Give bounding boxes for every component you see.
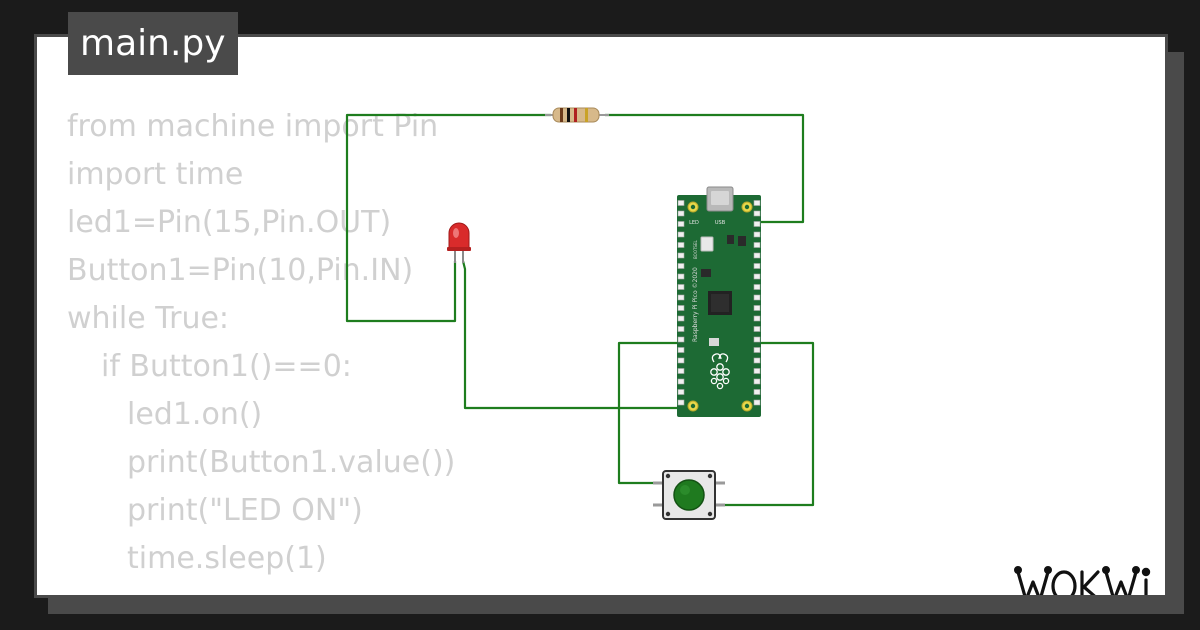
usb-port-icon xyxy=(706,186,734,212)
code-line: import time xyxy=(67,157,244,192)
wokwi-logo xyxy=(1012,562,1165,595)
pico-pin[interactable] xyxy=(753,378,761,385)
wire-led-to-pico[interactable] xyxy=(461,260,683,410)
pico-pin[interactable] xyxy=(677,210,685,217)
pico-pin[interactable] xyxy=(753,284,761,290)
code-line: print(Button1.value()) xyxy=(127,445,456,480)
wires xyxy=(345,113,815,507)
wire-pico-to-button-left[interactable] xyxy=(617,341,683,485)
pico-pin[interactable] xyxy=(677,347,685,353)
wire-pico-to-button-right[interactable] xyxy=(723,341,815,507)
pico-pin[interactable] xyxy=(753,305,761,311)
pico-pin[interactable] xyxy=(753,347,761,353)
pico-pin[interactable] xyxy=(677,399,685,406)
board-name-label: Raspberry Pi Pico ©2020 xyxy=(692,267,699,342)
pico-pin[interactable] xyxy=(753,294,761,301)
code-line: print("LED ON") xyxy=(127,493,363,528)
pico-pin[interactable] xyxy=(677,368,685,374)
pico-pin[interactable] xyxy=(753,326,761,332)
pico-pin[interactable] xyxy=(677,242,685,248)
pushbutton[interactable] xyxy=(653,470,725,520)
pico-pin[interactable] xyxy=(677,294,685,301)
code-line: led1.on() xyxy=(127,397,263,432)
code-line: if Button1()==0: xyxy=(101,349,352,384)
pico-pin[interactable] xyxy=(753,368,761,374)
pico-pin[interactable] xyxy=(677,357,685,364)
code-line: led1=Pin(15,Pin.OUT) xyxy=(67,205,392,240)
pico-pin[interactable] xyxy=(753,221,761,227)
pico-pin[interactable] xyxy=(677,326,685,332)
usb-label: USB xyxy=(715,220,726,226)
pico-pins xyxy=(677,200,761,406)
pico-pin[interactable] xyxy=(753,210,761,217)
pico-pin[interactable] xyxy=(753,242,761,248)
pico-pin[interactable] xyxy=(753,315,761,322)
code-line: while True: xyxy=(67,301,230,336)
pico-pin[interactable] xyxy=(753,200,761,206)
pico-pin[interactable] xyxy=(677,315,685,322)
pico-pin[interactable] xyxy=(753,357,761,364)
file-tab[interactable]: main.py xyxy=(68,12,238,75)
pico-pin[interactable] xyxy=(677,231,685,238)
pico-pin[interactable] xyxy=(753,252,761,259)
pico-pin[interactable] xyxy=(753,336,761,343)
pico-pin[interactable] xyxy=(753,273,761,280)
pico-pin[interactable] xyxy=(677,305,685,311)
pico-pin[interactable] xyxy=(677,252,685,259)
pico-pin[interactable] xyxy=(677,336,685,343)
led[interactable] xyxy=(447,222,471,263)
pico-pin[interactable] xyxy=(677,273,685,280)
wire-resistor-to-pico[interactable] xyxy=(605,113,805,224)
raspberry-pi-logo-icon xyxy=(710,353,730,390)
pico-pin[interactable] xyxy=(677,200,685,206)
bootsel-label: BOOTSEL xyxy=(693,240,698,259)
led-label: LED xyxy=(689,220,699,226)
code-line: time.sleep(1) xyxy=(127,541,327,576)
circuit-diagram[interactable]: USB LED xyxy=(37,37,1165,595)
pico-pin[interactable] xyxy=(677,221,685,227)
pico-pin[interactable] xyxy=(753,231,761,238)
pico-pin[interactable] xyxy=(677,284,685,290)
pico-board[interactable]: USB LED xyxy=(677,186,761,417)
pico-pin[interactable] xyxy=(753,399,761,406)
wire-resistor-to-led[interactable] xyxy=(345,113,551,323)
code-line: Button1=Pin(10,Pin.IN) xyxy=(67,253,414,288)
pico-pin[interactable] xyxy=(677,378,685,385)
pico-pin[interactable] xyxy=(753,263,761,269)
pico-pin[interactable] xyxy=(677,389,685,395)
pico-pin[interactable] xyxy=(753,389,761,395)
pico-pin[interactable] xyxy=(677,263,685,269)
resistor[interactable] xyxy=(545,107,609,123)
